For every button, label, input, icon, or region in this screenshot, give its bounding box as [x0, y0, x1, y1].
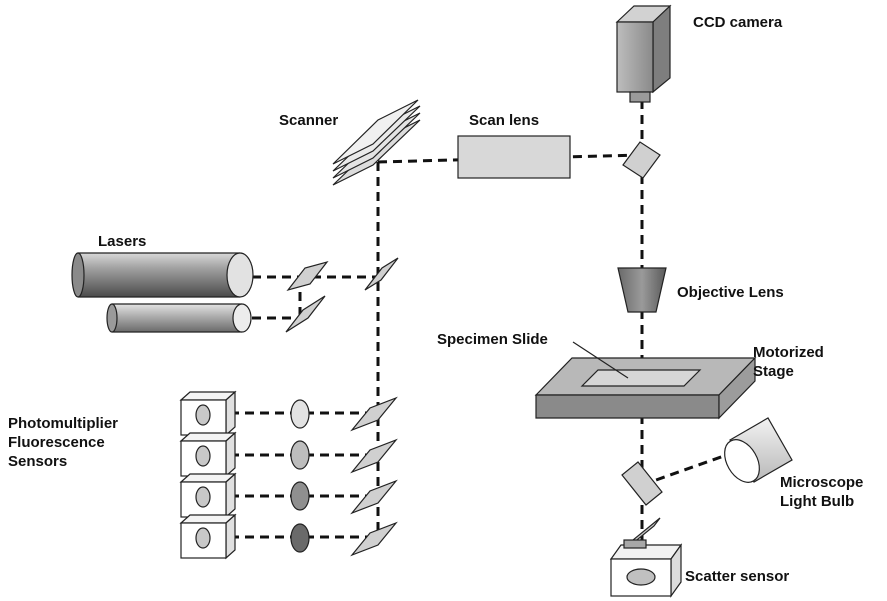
sensor-mirror-4 [350, 521, 398, 557]
beam-splitters [285, 141, 663, 557]
motorized-stage [534, 356, 757, 420]
label-scan-lens: Scan lens [469, 112, 540, 129]
pmt-sensor-3 [179, 472, 237, 519]
filter-2 [290, 440, 310, 470]
objective-lens [617, 267, 667, 313]
pmt-sensor-1 [179, 390, 237, 437]
label-light-bulb-1: Microscope [780, 474, 864, 491]
label-objective-lens: Objective Lens [677, 284, 784, 301]
laser-mirror-2 [285, 295, 326, 333]
sensor-mirror-2 [350, 438, 398, 474]
label-pmt-3: Sensors [8, 453, 68, 470]
filter-1 [290, 399, 310, 429]
pmt-sensor-4 [179, 513, 237, 560]
filter-4 [290, 523, 310, 553]
mirror-bottom-right [621, 461, 663, 506]
label-motorized-stage-1: Motorized [753, 344, 824, 361]
laser-mirror-1 [286, 260, 329, 292]
label-specimen-slide: Specimen Slide [437, 331, 548, 348]
label-light-bulb-2: Light Bulb [780, 493, 855, 510]
specimen-slide-pointer [572, 341, 629, 379]
mirror-top-right [622, 141, 661, 179]
scanner-mirrors [332, 99, 421, 186]
pmt-sensor-2 [179, 431, 237, 478]
filter-3 [290, 481, 310, 511]
label-lasers: Lasers [98, 233, 147, 250]
scatter-sensor [609, 517, 683, 598]
specimen-slide [580, 369, 702, 387]
label-pmt-1: Photomultiplier [8, 415, 118, 432]
label-scatter-sensor: Scatter sensor [685, 568, 790, 585]
laser-mirror-main [364, 257, 399, 291]
laser-2 [106, 303, 252, 333]
label-motorized-stage-2: Stage [753, 363, 794, 380]
label-scanner: Scanner [279, 112, 339, 129]
sensor-mirror-3 [350, 479, 398, 515]
label-ccd-camera: CCD camera [693, 14, 783, 31]
filters [290, 399, 310, 553]
ccd-camera [615, 4, 672, 103]
sensor-mirror-1 [350, 396, 398, 432]
label-pmt-2: Fluorescence [8, 434, 105, 451]
microscope-light-bulb [724, 417, 793, 483]
scan-lens [457, 135, 571, 179]
beam-scanner-to-mirror [377, 153, 641, 164]
beam-light-bulb [641, 450, 736, 487]
laser-1 [71, 252, 254, 298]
